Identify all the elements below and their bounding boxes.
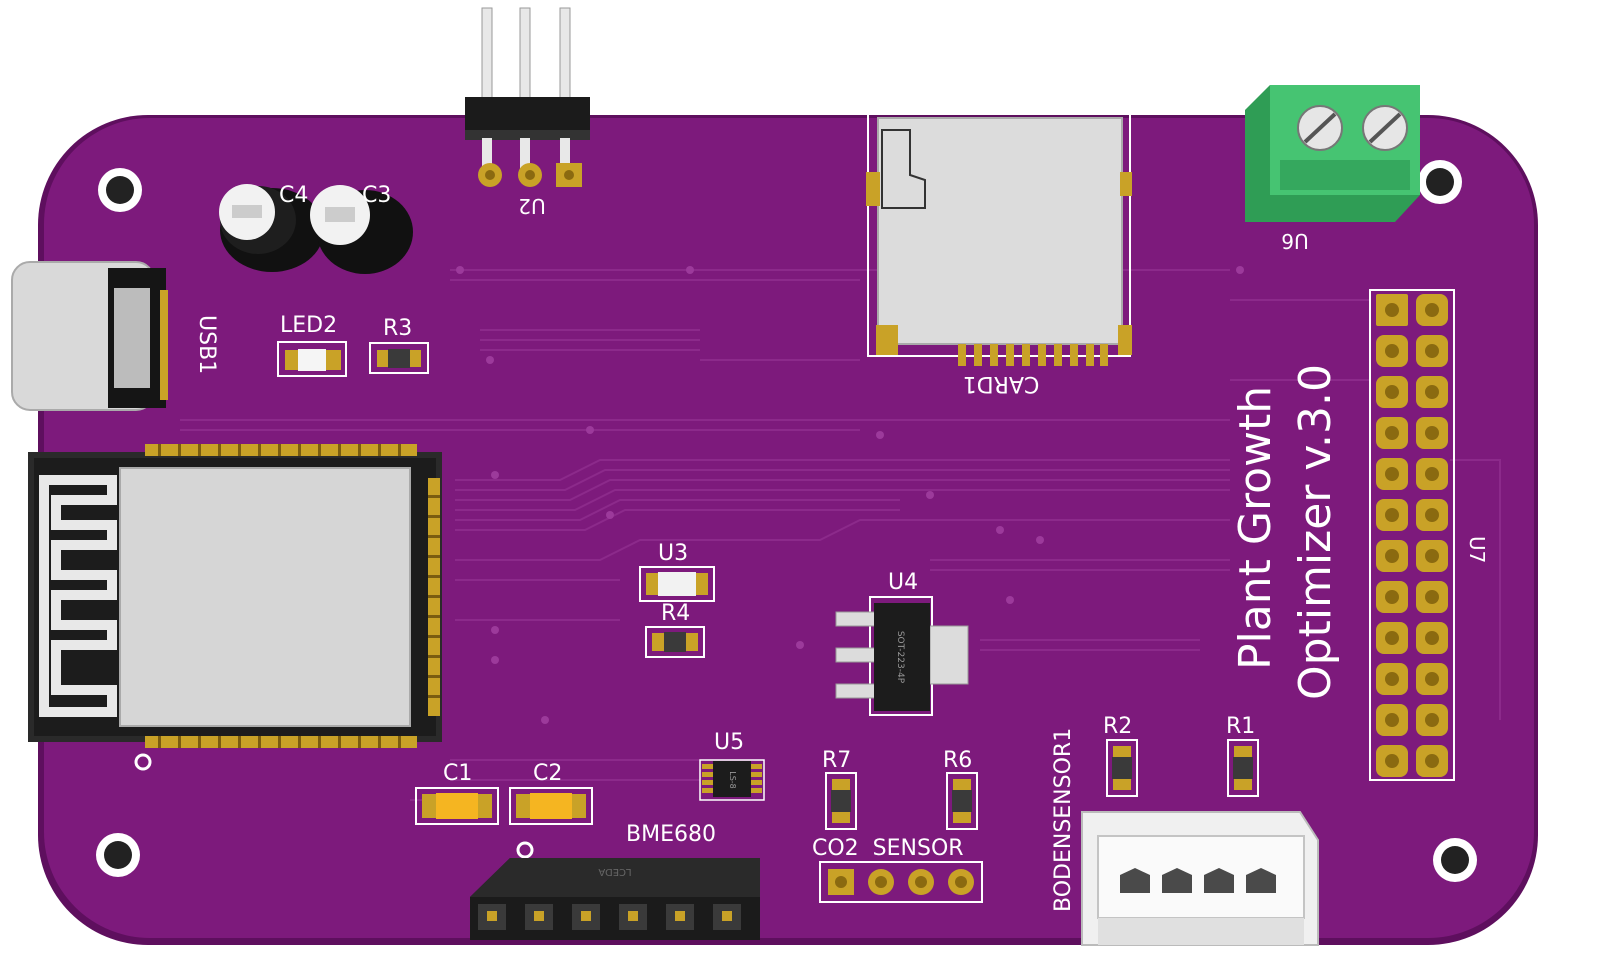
- via-group: [456, 266, 1244, 724]
- u7-pad-hole: [1425, 344, 1439, 358]
- label-c1: C1: [443, 761, 472, 786]
- label-bodensensor1: BODENSENSOR1: [1051, 728, 1076, 912]
- u7-pad-hole: [1385, 672, 1399, 686]
- c2-component: [509, 787, 593, 825]
- u7-pad-hole: [1385, 467, 1399, 481]
- bodensensor-connector: [1081, 811, 1319, 946]
- u7-pad-hole: [1385, 385, 1399, 399]
- u7-pad-hole: [1425, 754, 1439, 768]
- u7-pad-hole: [1385, 303, 1399, 317]
- led2-component: [277, 341, 347, 377]
- screw-terminal-u6: [1245, 85, 1420, 222]
- u7-pad-hole: [1385, 508, 1399, 522]
- r1-component: [1227, 739, 1259, 797]
- u7-header: [1369, 289, 1455, 781]
- label-r2: R2: [1103, 714, 1132, 739]
- r4-component: [645, 626, 705, 658]
- u7-pad-hole: [1425, 303, 1439, 317]
- trace-group: [180, 269, 1501, 801]
- r3-component: [369, 342, 429, 374]
- capacitor-c4: [219, 184, 324, 272]
- label-c4: C4: [279, 183, 308, 208]
- label-r1: R1: [1226, 714, 1255, 739]
- u7-pad-hole: [1425, 508, 1439, 522]
- u7-pad-hole: [1425, 713, 1439, 727]
- label-card1: CARD1: [963, 371, 1040, 396]
- board-title-line1: Plant Growth: [1230, 386, 1281, 670]
- u4-regulator: SOT-223-4P: [835, 596, 969, 716]
- label-u3: U3: [658, 541, 688, 566]
- label-r7: R7: [822, 748, 851, 773]
- bme680-header: LCEDA: [470, 841, 760, 940]
- mounting-holes: [96, 160, 1477, 882]
- u7-pad-hole: [1385, 713, 1399, 727]
- u7-pad-hole: [1425, 672, 1439, 686]
- label-u5: U5: [714, 730, 744, 755]
- label-u6: U6: [1281, 229, 1308, 253]
- label-u2: U2: [518, 194, 545, 218]
- label-u5-chip: LS-8: [728, 771, 737, 789]
- label-c2: C2: [533, 761, 562, 786]
- label-usb1: USB1: [194, 315, 219, 374]
- u7-pad-hole: [1425, 631, 1439, 645]
- u7-pad-hole: [1385, 754, 1399, 768]
- u3-component: [639, 566, 715, 602]
- u2-pin-header: [465, 7, 590, 187]
- c1-component: [415, 787, 499, 825]
- u7-pad-hole: [1425, 549, 1439, 563]
- u7-pad-hole: [1425, 590, 1439, 604]
- label-r3: R3: [383, 316, 412, 341]
- u7-pad-hole: [1425, 385, 1439, 399]
- r7-component: [825, 772, 857, 830]
- r6-component: [946, 772, 978, 830]
- label-bme680: BME680: [626, 822, 716, 847]
- u7-pad-hole: [1385, 631, 1399, 645]
- label-u4-chip: SOT-223-4P: [895, 631, 905, 684]
- label-u4: U4: [888, 570, 918, 595]
- board-title-line2: Optimizer v.3.0: [1290, 364, 1341, 700]
- microsd-card-slot: [866, 111, 1132, 366]
- usb-c-connector: [11, 261, 168, 411]
- esp32-module: [28, 444, 442, 748]
- label-u7: U7: [1465, 536, 1489, 563]
- u7-pad-hole: [1425, 467, 1439, 481]
- u7-pad-hole: [1425, 426, 1439, 440]
- label-led2: LED2: [280, 313, 337, 338]
- label-c3: C3: [362, 183, 391, 208]
- capacitor-c3: [310, 185, 413, 274]
- r2-component: [1106, 739, 1138, 797]
- u5-component: LS-8: [699, 759, 765, 801]
- label-lceda: LCEDA: [598, 866, 631, 877]
- co2-sensor-header: [819, 861, 983, 903]
- label-r6: R6: [943, 748, 972, 773]
- label-co2-sensor: CO2 SENSOR: [812, 836, 964, 861]
- u7-pad-hole: [1385, 590, 1399, 604]
- u7-pad-hole: [1385, 344, 1399, 358]
- u7-pad-hole: [1385, 426, 1399, 440]
- u7-pad-hole: [1385, 549, 1399, 563]
- label-r4: R4: [661, 601, 690, 626]
